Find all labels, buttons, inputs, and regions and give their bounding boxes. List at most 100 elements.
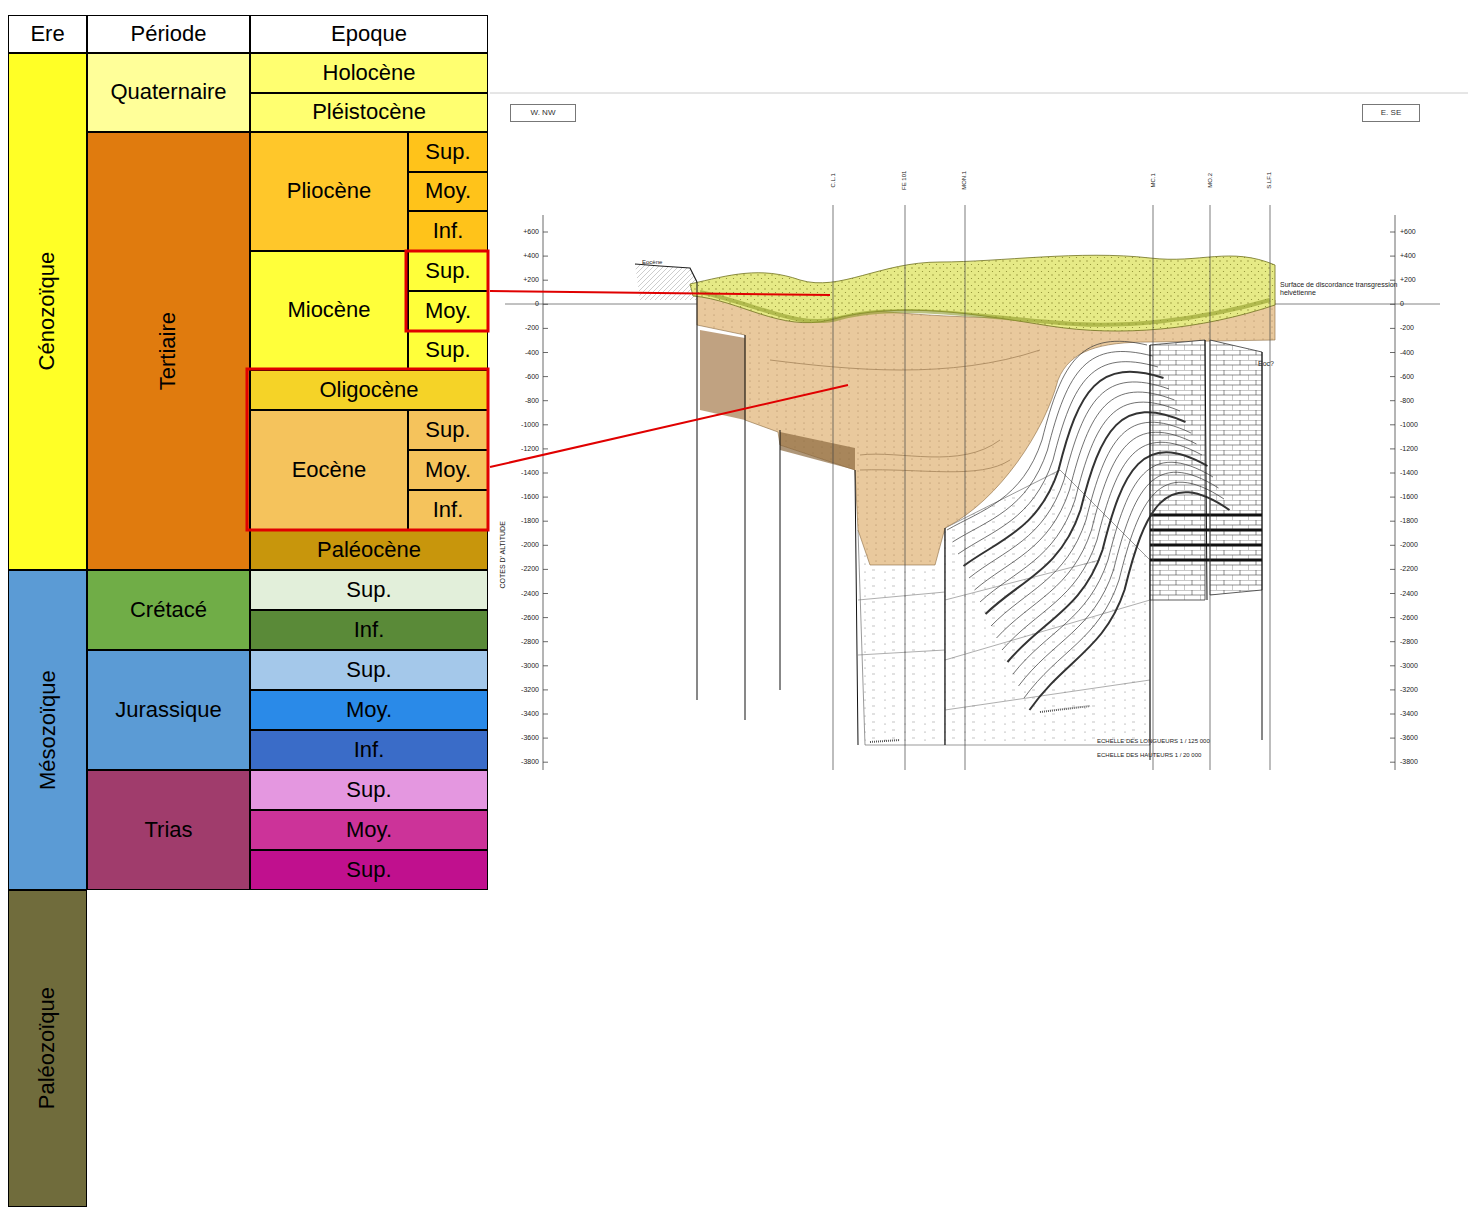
elevation-tick: -1800	[1400, 517, 1418, 525]
tick-mark	[1390, 424, 1395, 425]
tick-mark	[543, 304, 548, 305]
tick-mark	[1390, 232, 1395, 233]
cell-text: Eocène	[292, 458, 367, 482]
cell-text: Moy.	[425, 458, 471, 482]
timescale-cell: Moy.	[250, 810, 488, 850]
elevation-tick: -2600	[508, 614, 539, 622]
tick-mark	[543, 256, 548, 257]
tick-mark	[1390, 400, 1395, 401]
tick-mark	[543, 738, 548, 739]
tick-mark	[543, 328, 548, 329]
well-name: S.LF.1	[1267, 171, 1274, 188]
elevation-tick: 0	[508, 300, 539, 308]
tick-mark	[543, 473, 548, 474]
cell-text: Paléozoïque	[35, 987, 59, 1109]
tick-mark	[543, 424, 548, 425]
tick-mark	[1390, 641, 1395, 642]
elevation-tick: -3800	[1400, 758, 1418, 766]
header-cell: Ere	[8, 15, 87, 53]
elevation-tick: +200	[508, 276, 539, 284]
bedding-line	[953, 351, 1153, 542]
tick-mark	[543, 689, 548, 690]
cell-text: Pléistocène	[312, 100, 426, 124]
elevation-tick: -2200	[1400, 565, 1418, 573]
elevation-tick: -1200	[508, 445, 539, 453]
timescale-cell: Inf.	[408, 211, 488, 251]
well-name: C.L.1	[830, 173, 837, 187]
timescale-cell: Oligocène	[250, 370, 488, 410]
bedding-line	[1030, 492, 1230, 710]
timescale-cell: Quaternaire	[87, 53, 250, 132]
elevation-tick: -800	[1400, 397, 1414, 405]
direction-box: E. SE	[1362, 104, 1420, 122]
bedding-line	[975, 392, 1175, 590]
cell-text: Inf.	[433, 219, 464, 243]
elevation-tick: -3600	[508, 734, 539, 742]
tick-mark	[1390, 689, 1395, 690]
timescale-cell: Sup.	[250, 770, 488, 810]
elevation-tick: -3600	[1400, 734, 1418, 742]
timescale-cell: Miocène	[250, 251, 408, 370]
timescale-cell: Sup.	[250, 570, 488, 610]
bedding-line	[958, 362, 1158, 554]
tick-mark	[1390, 569, 1395, 570]
elevation-tick: -2000	[508, 541, 539, 549]
timescale-cell: Sup.	[408, 331, 488, 370]
elevation-tick: -1600	[508, 493, 539, 501]
bedding-line	[997, 432, 1197, 638]
tick-mark	[543, 641, 548, 642]
timescale-cell: Sup.	[250, 850, 488, 890]
section-note: ECHELLE DES LONGUEURS 1 / 125 000	[1097, 738, 1210, 745]
timescale-cell: Sup.	[408, 251, 488, 291]
cell-text: E. SE	[1381, 109, 1401, 118]
cell-text: W. NW	[531, 109, 556, 118]
section-note: Surface de discordance transgression hel…	[1280, 281, 1398, 296]
cell-text: Moy.	[425, 179, 471, 203]
cell-text: Tertiaire	[156, 312, 180, 390]
elevation-tick: -1400	[508, 469, 539, 477]
timescale-cell: Crétacé	[87, 570, 250, 650]
section-note: Eocène	[642, 259, 662, 266]
bedding-line	[1019, 472, 1219, 686]
tick-mark	[543, 400, 548, 401]
well-name: FE 101	[902, 170, 909, 189]
well-name: MC.1	[1150, 173, 1157, 187]
tick-mark	[1390, 617, 1395, 618]
timescale-cell: Sup.	[250, 650, 488, 690]
timescale-cell: Paléocène	[250, 530, 488, 570]
elevation-tick: -1000	[1400, 421, 1418, 429]
timescale-cell: Tertiaire	[87, 132, 250, 570]
tick-mark	[1390, 376, 1395, 377]
elevation-tick: -1000	[508, 421, 539, 429]
tick-mark	[1390, 665, 1395, 666]
cell-text: Crétacé	[130, 598, 207, 622]
elevation-tick: +400	[1400, 252, 1416, 260]
cell-text: Sup.	[346, 778, 391, 802]
bedding-line	[1002, 442, 1202, 650]
timescale-cell: Trias	[87, 770, 250, 890]
cell-text: Pliocène	[287, 179, 371, 203]
cell-text: Cénozoïque	[35, 252, 59, 371]
timescale-cell: Pléistocène	[250, 93, 488, 132]
timescale-cell: Sup.	[408, 410, 488, 450]
cell-text: Trias	[144, 818, 192, 842]
elevation-tick: +600	[1400, 228, 1416, 236]
elevation-tick: -3200	[1400, 686, 1418, 694]
cell-text: Epoque	[331, 22, 407, 46]
elevation-tick: 0	[1400, 300, 1404, 308]
elevation-tick: -600	[508, 373, 539, 381]
elevation-tick: -3200	[508, 686, 539, 694]
timescale-cell: Eocène	[250, 410, 408, 530]
header-cell: Epoque	[250, 15, 488, 53]
tick-mark	[1390, 304, 1395, 305]
tick-mark	[543, 280, 548, 281]
elevation-tick: -2000	[1400, 541, 1418, 549]
cell-text: Miocène	[287, 298, 370, 322]
section-note: Eoc?	[1258, 360, 1274, 368]
tick-mark	[1390, 497, 1395, 498]
section-note: ECHELLE DES HAUTEURS 1 / 20 000	[1097, 752, 1201, 759]
cell-text: Inf.	[433, 498, 464, 522]
bedding-line	[1013, 462, 1213, 674]
tick-mark	[1390, 280, 1395, 281]
elevation-tick: -2400	[508, 590, 539, 598]
